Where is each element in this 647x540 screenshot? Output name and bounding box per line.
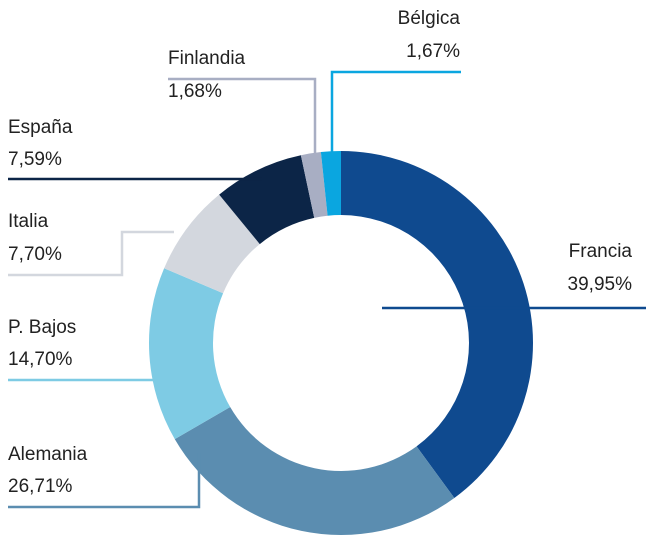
leader-line-belgica: [330, 70, 461, 153]
label-name-espana: España: [8, 117, 73, 138]
leader-line-finlandia: [168, 77, 317, 163]
label-value-francia: 39,95%: [568, 274, 633, 295]
slice-francia: [341, 151, 533, 498]
label-value-p-bajos: 14,70%: [8, 349, 73, 370]
label-value-finlandia: 1,68%: [168, 81, 222, 102]
label-value-belgica: 1,67%: [406, 41, 460, 62]
leader-line-italia: [8, 230, 174, 277]
slice-p-bajos: [149, 268, 231, 440]
label-name-finlandia: Finlandia: [168, 48, 246, 69]
label-name-p-bajos: P. Bajos: [8, 317, 76, 338]
labels-layer: Francia 39,95% Alemania 26,71% P. Bajos 14,70…: [8, 8, 632, 497]
slice-italia: [164, 194, 260, 294]
slices-layer: [149, 151, 533, 535]
label-name-alemania: Alemania: [8, 444, 88, 465]
label-name-francia: Francia: [569, 241, 633, 262]
label-value-alemania: 26,71%: [8, 476, 73, 497]
leader-line-alemania: [8, 453, 201, 509]
leader-lines: [8, 70, 646, 509]
label-value-espana: 7,59%: [8, 149, 62, 170]
label-name-italia: Italia: [8, 211, 49, 232]
slice-espana: [219, 155, 315, 245]
slice-alemania: [174, 407, 455, 535]
slice-belgica: [320, 151, 341, 216]
slice-finlandia: [300, 152, 328, 218]
label-name-belgica: Bélgica: [398, 8, 461, 29]
label-value-italia: 7,70%: [8, 244, 62, 265]
